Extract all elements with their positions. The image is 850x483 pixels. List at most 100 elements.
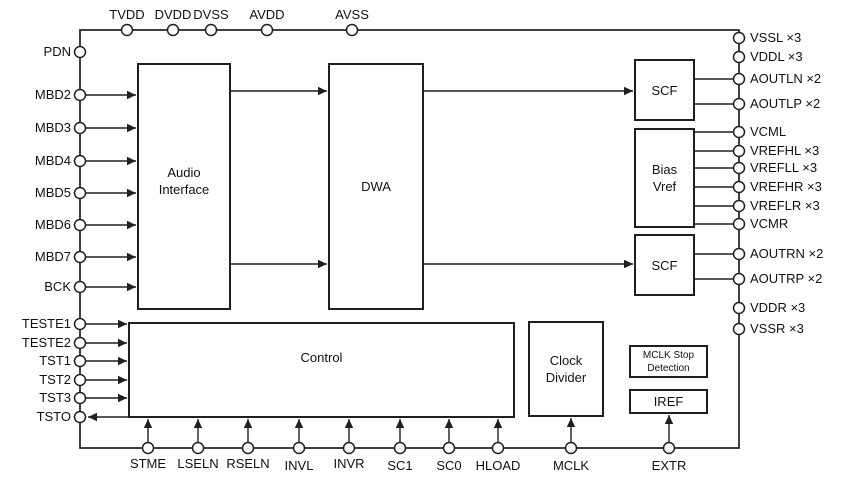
- pin-label-vreflr: VREFLR ×3: [750, 198, 820, 213]
- pin-label-mclk: MCLK: [552, 458, 590, 473]
- pin-label-lseln: LSELN: [177, 456, 219, 471]
- pin-label-tst2: TST2: [39, 372, 71, 387]
- pin-circle-extr: [662, 441, 676, 455]
- pin-circle-vddr: [732, 301, 746, 315]
- pin-label-rseln: RSELN: [226, 456, 270, 471]
- pin-label-mbd3: MBD3: [34, 120, 71, 135]
- pin-circle-tsto: [73, 410, 87, 424]
- pin-label-invr: INVR: [333, 456, 365, 471]
- pin-label-aoutrp: AOUTRP ×2: [750, 271, 823, 286]
- pin-label-aoutlp: AOUTLP ×2: [750, 96, 821, 111]
- pin-label-mbd4: MBD4: [34, 153, 71, 168]
- pin-circle-vrefhl: [732, 144, 746, 158]
- block-clock-divider: Clock Divider: [528, 321, 604, 417]
- pin-circle-vcml: [732, 125, 746, 139]
- block-scf-top: SCF: [634, 59, 695, 121]
- pin-circle-mbd4: [73, 154, 87, 168]
- block-scf-bottom-label: SCF: [651, 257, 678, 273]
- pin-circle-tst1: [73, 354, 87, 368]
- pin-circle-avdd: [260, 23, 274, 37]
- pin-circle-bck: [73, 280, 87, 294]
- pin-label-stme: STME: [129, 456, 167, 471]
- pin-circle-tst3: [73, 391, 87, 405]
- pin-circle-invr: [342, 441, 356, 455]
- block-clock-divider-label: Clock Divider: [545, 353, 587, 385]
- pin-circle-aoutln: [732, 72, 746, 86]
- pin-circle-teste2: [73, 336, 87, 350]
- block-scf-top-label: SCF: [651, 82, 678, 98]
- pin-label-vcml: VCML: [750, 124, 787, 139]
- pin-circle-dvss: [204, 23, 218, 37]
- pin-label-invl: INVL: [284, 458, 314, 473]
- pin-circle-tst2: [73, 373, 87, 387]
- pin-label-pdn: PDN: [43, 44, 71, 59]
- block-dwa: DWA: [328, 63, 424, 310]
- pin-circle-mbd2: [73, 88, 87, 102]
- pin-label-vssl: VSSL ×3: [750, 30, 802, 45]
- block-bias-vref-label: Bias Vref: [651, 162, 678, 194]
- pin-circle-vreflr: [732, 199, 746, 213]
- pin-label-tvdd: TVDD: [109, 7, 145, 22]
- pin-circle-lseln: [191, 441, 205, 455]
- pin-circle-vcmr: [732, 217, 746, 231]
- pin-label-teste2: TESTE2: [21, 335, 71, 350]
- block-audio-interface-label: Audio Interface: [158, 164, 210, 197]
- block-bias-vref: Bias Vref: [634, 128, 695, 228]
- pin-circle-mbd7: [73, 250, 87, 264]
- pin-circle-aoutrp: [732, 272, 746, 286]
- pin-label-extr: EXTR: [651, 458, 687, 473]
- pin-label-vrefll: VREFLL ×3: [750, 160, 818, 175]
- pin-circle-mbd3: [73, 121, 87, 135]
- chip-boundary: [79, 29, 740, 449]
- pin-label-bck: BCK: [44, 279, 71, 294]
- block-scf-bottom: SCF: [634, 234, 695, 296]
- pin-circle-mclk: [564, 441, 578, 455]
- pin-circle-vssl: [732, 31, 746, 45]
- pin-circle-aoutlp: [732, 97, 746, 111]
- pin-label-hload: HLOAD: [475, 458, 521, 473]
- pin-label-tst3: TST3: [39, 390, 71, 405]
- pin-circle-pdn: [73, 45, 87, 59]
- pin-circle-sc0: [442, 441, 456, 455]
- pin-circle-avss: [345, 23, 359, 37]
- pin-circle-rseln: [241, 441, 255, 455]
- pin-circle-dvdd: [166, 23, 180, 37]
- pin-label-vrefhr: VREFHR ×3: [750, 179, 822, 194]
- pin-label-avdd: AVDD: [249, 7, 285, 22]
- pin-label-sc0: SC0: [436, 458, 462, 473]
- pin-label-sc1: SC1: [387, 458, 413, 473]
- pin-label-mbd5: MBD5: [34, 185, 71, 200]
- pin-label-avss: AVSS: [335, 7, 369, 22]
- pin-label-vddr: VDDR ×3: [750, 300, 806, 315]
- block-control: Control: [128, 322, 515, 418]
- pin-label-tst1: TST1: [39, 353, 71, 368]
- pin-circle-aoutrn: [732, 247, 746, 261]
- pin-circle-tvdd: [120, 23, 134, 37]
- pin-label-mbd7: MBD7: [34, 249, 71, 264]
- block-control-label: Control: [300, 349, 343, 365]
- pin-label-dvss: DVSS: [193, 7, 229, 22]
- pin-circle-vrefhr: [732, 180, 746, 194]
- block-iref: IREF: [629, 389, 708, 414]
- pin-circle-vssr: [732, 322, 746, 336]
- block-mclk-stop-detection: MCLK Stop Detection: [629, 345, 708, 378]
- pin-label-vrefhl: VREFHL ×3: [750, 143, 820, 158]
- pin-label-dvdd: DVDD: [154, 7, 192, 22]
- pin-label-mbd2: MBD2: [34, 87, 71, 102]
- block-iref-label: IREF: [653, 394, 684, 409]
- pin-circle-invl: [292, 441, 306, 455]
- pin-label-aoutln: AOUTLN ×2: [750, 71, 822, 86]
- pin-circle-mbd6: [73, 218, 87, 232]
- pin-circle-teste1: [73, 317, 87, 331]
- pin-label-vssr: VSSR ×3: [750, 321, 804, 336]
- pin-circle-vddl: [732, 50, 746, 64]
- pin-label-aoutrn: AOUTRN ×2: [750, 246, 824, 261]
- block-mclk-stop-detection-label: MCLK Stop Detection: [642, 349, 695, 374]
- block-audio-interface: Audio Interface: [137, 63, 231, 310]
- pin-label-vddl: VDDL ×3: [750, 49, 803, 64]
- pin-label-mbd6: MBD6: [34, 217, 71, 232]
- pin-label-vcmr: VCMR: [750, 216, 789, 231]
- pin-circle-vrefll: [732, 161, 746, 175]
